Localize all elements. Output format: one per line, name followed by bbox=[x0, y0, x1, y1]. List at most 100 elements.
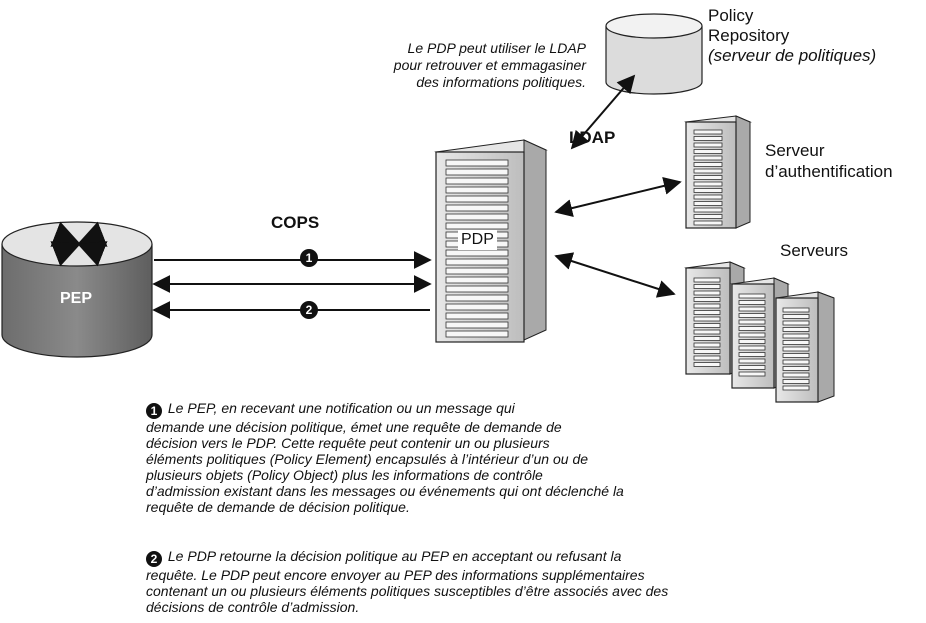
step-1-description: 1 Le PEP, en recevant une notification o… bbox=[146, 400, 906, 515]
drive-bay bbox=[445, 177, 509, 185]
drive-bay bbox=[693, 129, 723, 135]
drive-bay bbox=[693, 342, 721, 348]
router-arrows-icon bbox=[50, 221, 108, 267]
step-2-line: requête. Le PDP peut encore envoyer au P… bbox=[146, 567, 645, 583]
drive-bay bbox=[445, 195, 509, 203]
drive-bay bbox=[693, 142, 723, 148]
drive-bay bbox=[445, 249, 509, 257]
servers-label: Serveurs bbox=[780, 241, 849, 260]
drive-bay bbox=[738, 300, 766, 305]
drive-bay bbox=[782, 359, 810, 365]
step-2-line: décisions de contrôle d’admission. bbox=[146, 599, 360, 615]
auth-arrow bbox=[554, 177, 682, 217]
cops-label: COPS bbox=[271, 213, 320, 232]
policy-repository-cylinder bbox=[605, 13, 703, 95]
drive-bay bbox=[693, 290, 721, 296]
drive-bay bbox=[693, 336, 721, 341]
drive-bay bbox=[782, 314, 810, 319]
drive-bay bbox=[738, 313, 766, 318]
drive-bay bbox=[693, 310, 721, 315]
drive-bay bbox=[445, 321, 509, 329]
drive-bay bbox=[782, 372, 810, 378]
drive-bay bbox=[445, 330, 509, 338]
drive-bay bbox=[782, 327, 810, 332]
drive-bay bbox=[782, 353, 810, 358]
ldap-arrow bbox=[570, 74, 636, 150]
step-1-number-icon: 1 bbox=[146, 403, 162, 419]
drive-bay bbox=[693, 297, 721, 302]
drive-bay bbox=[693, 316, 721, 322]
drive-bay bbox=[782, 385, 810, 391]
step-1-line: requête de demande de décision politique… bbox=[146, 499, 410, 515]
repo-title-line1: Policy bbox=[708, 6, 754, 25]
drive-bay bbox=[693, 284, 721, 289]
auth-server-label-line1: Serveur bbox=[765, 141, 825, 160]
drive-bay bbox=[693, 194, 723, 200]
drive-bay bbox=[782, 320, 810, 326]
step-1-line: éléments politiques (Policy Element) enc… bbox=[146, 451, 589, 467]
drive-bay bbox=[445, 159, 509, 167]
step-1-text: Le PEP, en recevant une notification ou … bbox=[167, 400, 515, 416]
policy-repository-title: Policy Repository bbox=[708, 6, 789, 46]
drive-bay bbox=[738, 339, 766, 344]
drive-bay bbox=[693, 188, 723, 193]
step-1-line: décision vers le PDP. Cette requête peut… bbox=[146, 435, 550, 451]
repo-title-line2: Repository bbox=[708, 26, 790, 45]
drive-bay bbox=[445, 267, 509, 275]
pep-label: PEP bbox=[60, 290, 93, 307]
drive-bay bbox=[738, 332, 766, 338]
drive-bay bbox=[693, 207, 723, 213]
drive-bay bbox=[738, 319, 766, 325]
drive-bay bbox=[738, 371, 766, 377]
policy-repository-subtitle: (serveur de politiques) bbox=[708, 46, 877, 65]
pdp-server bbox=[434, 139, 548, 343]
drive-bay bbox=[693, 323, 721, 328]
step-1-line: plusieurs objets (Policy Object) plus le… bbox=[146, 467, 543, 483]
drive-bay bbox=[738, 293, 766, 299]
step-1-line: 1 Le PEP, en recevant une notification o… bbox=[146, 400, 906, 419]
ldap-note-line2: pour retrouver et emmagasiner bbox=[393, 57, 586, 73]
drive-bay bbox=[693, 355, 721, 361]
auth-server bbox=[684, 115, 752, 229]
drive-bay bbox=[693, 329, 721, 335]
drive-bay bbox=[693, 162, 723, 167]
drive-bay bbox=[445, 258, 509, 266]
drive-bay bbox=[693, 181, 723, 187]
step-2-line: contenant un ou plusieurs éléments polit… bbox=[146, 583, 669, 599]
ldap-note: Le PDP peut utiliser le LDAP pour retrou… bbox=[394, 40, 586, 91]
step-2-text: Le PDP retourne la décision politique au… bbox=[167, 548, 622, 564]
drive-bay bbox=[782, 307, 810, 313]
ldap-note-line3: des informations politiques. bbox=[416, 74, 586, 90]
drive-bay bbox=[693, 136, 723, 141]
step-2-number-icon: 2 bbox=[146, 551, 162, 567]
auth-drive-bays bbox=[693, 129, 723, 226]
ldap-note-line1: Le PDP peut utiliser le LDAP bbox=[407, 40, 586, 56]
drive-bay bbox=[693, 168, 723, 174]
drive-bay bbox=[445, 186, 509, 194]
drive-bay bbox=[445, 168, 509, 176]
drive-bay bbox=[445, 312, 509, 320]
servers-group bbox=[684, 261, 835, 403]
step-2-description: 2 Le PDP retourne la décision politique … bbox=[146, 548, 906, 615]
drive-bay bbox=[445, 204, 509, 212]
drive-bay bbox=[693, 175, 723, 180]
pep-router bbox=[1, 221, 153, 358]
drive-bay bbox=[445, 303, 509, 311]
drive-bay bbox=[693, 277, 721, 283]
drive-bay bbox=[445, 222, 509, 230]
drive-bay bbox=[782, 340, 810, 345]
drive-bay bbox=[738, 352, 766, 357]
ldap-label: LDAP bbox=[569, 128, 616, 147]
auth-server-label-line2: d’authentification bbox=[765, 162, 893, 181]
step-2-line: 2 Le PDP retourne la décision politique … bbox=[146, 548, 906, 567]
drive-bay bbox=[693, 349, 721, 354]
step-1-line: d’admission existant dans les messages o… bbox=[146, 483, 624, 499]
pdp-label: PDP bbox=[458, 230, 497, 250]
servers-arrow bbox=[554, 252, 676, 298]
step-1-badge: 1 bbox=[300, 249, 318, 267]
drive-bay bbox=[693, 303, 721, 309]
drive-bay bbox=[445, 285, 509, 293]
svg-text:1: 1 bbox=[306, 251, 313, 265]
svg-text:2: 2 bbox=[306, 303, 313, 317]
